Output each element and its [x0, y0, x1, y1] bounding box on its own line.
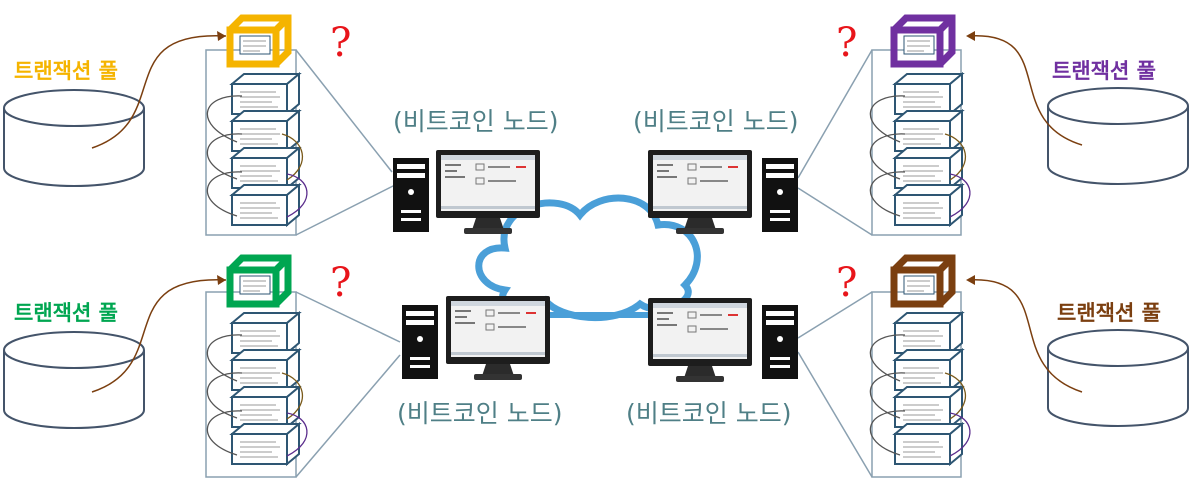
- transaction-pool-label: 트랜잭션 풀: [1052, 59, 1156, 83]
- pc-tower: [762, 158, 798, 232]
- question-mark: ?: [330, 260, 351, 306]
- transaction-pool-label: 트랜잭션 풀: [14, 59, 118, 83]
- transaction-pool-label: 트랜잭션 풀: [1057, 301, 1161, 325]
- pc-tower: [762, 305, 798, 379]
- node-top-right: ? 트랜잭션 풀 (비트코인 노드): [633, 18, 1189, 236]
- node-label: (비트코인 노드): [626, 399, 791, 428]
- node-label: (비트코인 노드): [633, 107, 798, 136]
- node-top-left: ? 트랜잭션 풀 (비트코인 노드): [3, 18, 558, 236]
- question-mark: ?: [836, 20, 857, 66]
- node-bottom-right: ? 트랜잭션 풀 (비트코인 노드): [626, 258, 1189, 478]
- node-label: (비트코인 노드): [397, 399, 562, 428]
- monitor: [647, 297, 753, 383]
- transaction-pool-disk: [3, 89, 145, 187]
- question-mark: ?: [330, 20, 351, 66]
- transaction-pool-disk: [3, 331, 145, 429]
- question-mark: ?: [836, 260, 857, 306]
- transaction-pool-label: 트랜잭션 풀: [14, 301, 118, 325]
- node-bottom-left: ? 트랜잭션 풀 (비트코인 노드): [3, 258, 562, 478]
- transaction-pool-disk: [1047, 87, 1189, 185]
- transaction-pool-disk: [1047, 329, 1189, 427]
- monitor: [445, 295, 551, 381]
- pc-tower: [402, 305, 438, 379]
- pc-tower: [393, 158, 429, 232]
- node-label: (비트코인 노드): [393, 107, 558, 136]
